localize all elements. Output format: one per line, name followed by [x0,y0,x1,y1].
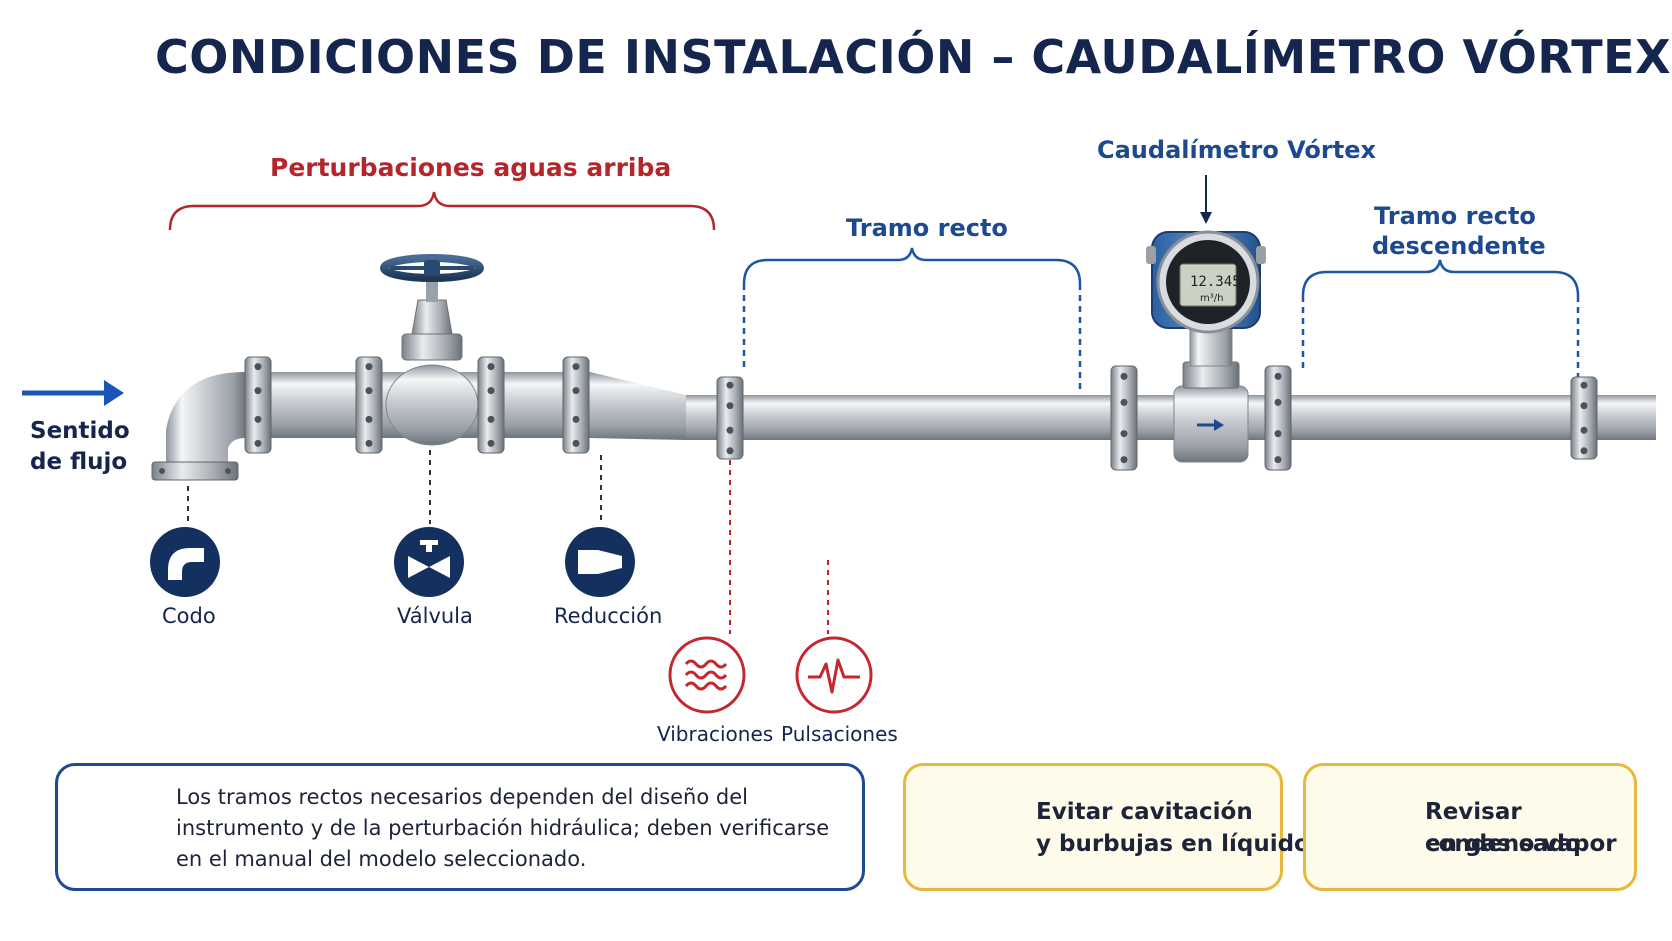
flange-bolt [1274,372,1282,380]
valve-icon [394,527,464,597]
hazard-label-vibraciones: Vibraciones [657,722,774,746]
pipe-flange [355,356,383,454]
warning-condensate-line1: Revisar condensado [1425,799,1581,857]
pipe-flange [1570,376,1598,460]
upstream-disturbances-label: Perturbaciones aguas arriba [270,153,672,182]
flow-direction-label-line1: Sentido [30,418,130,444]
flowmeter-label: Caudalímetro Vórtex [1097,136,1376,164]
flange-bolt [254,387,262,395]
pulse-icon [795,636,873,714]
flange-bolt [1274,456,1282,464]
note-text: Los tramos rectos necesarios dependen de… [176,785,830,871]
elbow-icon [150,527,220,597]
pipe-flange [562,356,590,454]
pipe-flange [1264,365,1292,471]
warning-box-cavitation [903,763,1283,891]
straight-run-bracket [742,247,1082,390]
flowmeter-body [1173,325,1249,463]
flange-bolt [487,415,495,423]
main-pipe [686,395,1656,440]
flange-bolt [572,415,580,423]
straight-run-label: Tramo recto [846,214,1008,242]
pipe-flange [1110,365,1138,471]
downstream-run-label-line2: descendente [1372,232,1546,260]
warning-condensate-line2: en gas o vapor [1425,831,1617,857]
flange-bolt [1120,372,1128,380]
disturbance-label-reduccion: Reducción [554,604,663,628]
flange-bolt [1274,398,1282,406]
pipe-flange [716,376,744,460]
warning-box-condensate [1303,763,1637,891]
display-unit: m³/h [1200,293,1224,304]
disturbance-label-codo: Codo [162,604,216,628]
elbow-fitting [151,372,245,481]
flange-bolt [726,447,734,455]
reducer-body [590,372,686,440]
display-value: 12.345 [1190,274,1241,290]
waves-icon [668,636,746,714]
flange-bolt [1120,430,1128,438]
flange-bolt [487,387,495,395]
pipe-flanges [244,356,1598,471]
pipe-flange [477,356,505,454]
flange-bolt [487,363,495,371]
warning-cavitation-line2: y burbujas en líquidos [1036,831,1324,857]
flange-bolt [726,381,734,389]
flange-bolt [254,363,262,371]
hazard-label-pulsaciones: Pulsaciones [781,722,898,746]
fitting-leader-lines [187,450,602,524]
flow-direction-arrow [22,380,124,406]
flange-bolt [1580,402,1588,410]
upstream-bracket [168,191,716,231]
flange-bolt [572,363,580,371]
flange-bolt [254,439,262,447]
hazard-leader-lines [729,460,829,634]
warning-cavitation-line1: Evitar cavitación [1036,799,1253,825]
flange-bolt [1120,456,1128,464]
flange-bolt [1580,447,1588,455]
disturbance-label-valvula: Válvula [397,604,473,628]
reducer-icon [565,527,635,597]
flange-bolt [365,387,373,395]
flange-bolt [365,415,373,423]
flange-bolt [487,439,495,447]
flow-direction-label-line2: de flujo [30,449,128,475]
flange-bolt [1580,426,1588,434]
note-box [55,763,865,891]
page-title: CONDICIONES DE INSTALACIÓN – CAUDALÍMETR… [155,30,1672,84]
flange-bolt [726,402,734,410]
flowmeter-pointer [1200,175,1212,224]
downstream-run-label-line1: Tramo recto [1374,202,1536,230]
flange-bolt [365,363,373,371]
gate-valve [380,254,484,446]
downstream-run-bracket [1301,259,1580,394]
flange-bolt [572,387,580,395]
flange-bolt [1580,381,1588,389]
flange-bolt [365,439,373,447]
flange-bolt [726,426,734,434]
flange-bolt [1120,398,1128,406]
flange-bolt [1274,430,1282,438]
pipe-flange [244,356,272,454]
flange-bolt [254,415,262,423]
transmitter-head [1146,230,1266,334]
flange-bolt [572,439,580,447]
